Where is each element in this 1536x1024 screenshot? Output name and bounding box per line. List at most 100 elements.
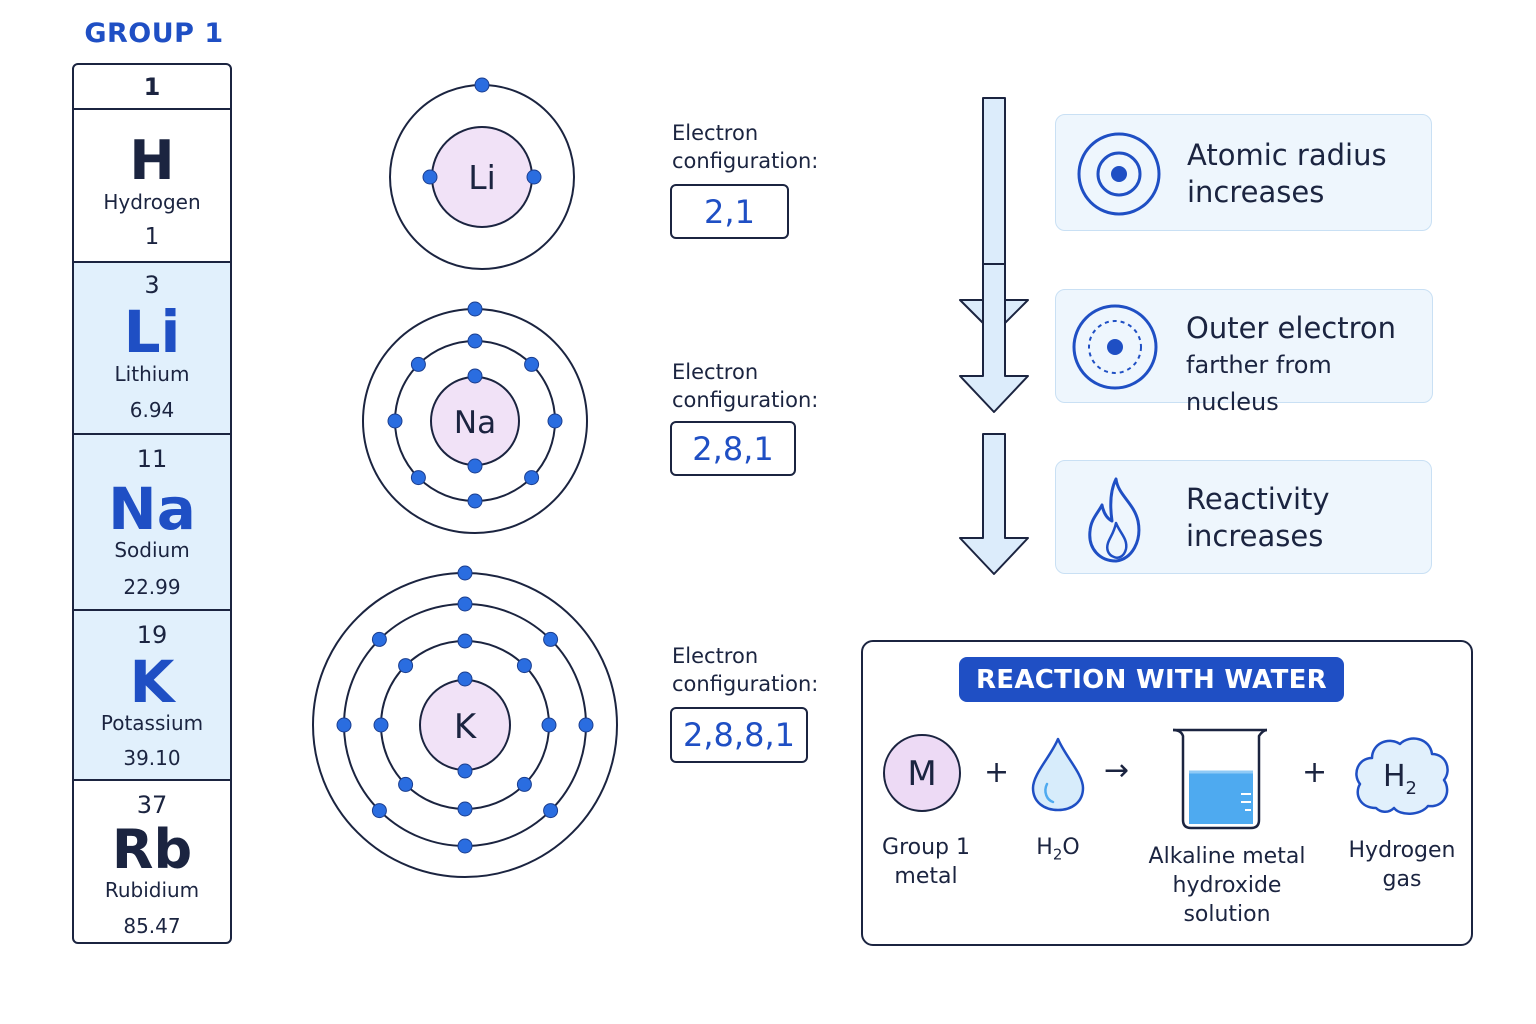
electron: [457, 838, 473, 854]
electron: [524, 470, 540, 486]
element-name: Potassium: [100, 711, 204, 735]
gas-label-line: gas: [1382, 867, 1422, 892]
electron: [457, 633, 473, 649]
config-label-potassium: Electron configuration:: [672, 642, 818, 698]
trend-arrows: [959, 97, 1029, 575]
electron: [422, 169, 438, 185]
down-arrow-icon: [959, 433, 1029, 575]
electron: [371, 803, 387, 819]
trend-text-line: increases: [1186, 519, 1324, 553]
element-mass: 85.47: [123, 914, 181, 938]
formula-subscript: 2: [1052, 845, 1063, 864]
atom-potassium: K: [312, 565, 618, 878]
config-label-line: configuration:: [672, 672, 819, 696]
electron: [371, 631, 387, 647]
nucleus-symbol: Li: [468, 158, 496, 197]
formula-part: O: [1062, 835, 1080, 860]
electron: [398, 776, 414, 792]
electron: [387, 413, 403, 429]
nucleus-symbol: Na: [454, 405, 496, 441]
down-arrow-icon: [959, 263, 1029, 413]
plus-sign: +: [984, 755, 1010, 790]
beaker-icon: [1172, 728, 1268, 830]
formula-part: H: [1036, 835, 1053, 860]
config-box-lithium: 2,1: [670, 184, 789, 239]
electron: [467, 493, 483, 509]
flame-icon: [1088, 477, 1141, 563]
gas-cloud-icon: H2: [1355, 737, 1449, 815]
electron: [474, 77, 490, 93]
config-label-sodium: Electron configuration:: [672, 358, 818, 414]
config-box-sodium: 2,8,1: [670, 421, 796, 476]
element-symbol: K: [129, 648, 175, 716]
electron: [467, 301, 483, 317]
water-formula: H2O: [1010, 833, 1106, 869]
metal-label-line: metal: [894, 864, 958, 889]
config-label-line: Electron: [672, 121, 759, 145]
config-label-line: Electron: [672, 644, 759, 668]
element-cell-potassium: 19 K Potassium 39.10: [74, 611, 230, 781]
solution-label-line: solution: [1183, 902, 1271, 927]
group-column: 1 H Hydrogen 1 3 Li Lithium 6.94 11 Na S…: [72, 63, 232, 944]
element-name: Hydrogen: [103, 190, 201, 214]
atom-sodium: Na: [362, 301, 588, 534]
metal-label: Group 1 metal: [866, 833, 986, 891]
trend-card-reactivity: Reactivity increases: [1055, 460, 1432, 574]
plus-sign: +: [1302, 755, 1328, 790]
trend-card-atomic-radius: Atomic radius increases: [1055, 114, 1432, 231]
dashed-orbit-icon: [1072, 304, 1158, 390]
hydrogen-symbol: H: [1383, 759, 1406, 794]
concentric-target-icon: [1077, 132, 1161, 216]
electron: [541, 717, 557, 733]
electron: [410, 470, 426, 486]
atomic-number: 11: [136, 445, 168, 473]
atom-lithium: Li: [389, 77, 575, 270]
metal-label-line: Group 1: [882, 835, 970, 860]
element-name: Rubidium: [104, 878, 200, 902]
trend-text-line: Reactivity: [1186, 482, 1330, 516]
electron: [457, 671, 473, 687]
atom-diagrams: Li Na K: [312, 77, 618, 878]
element-mass: 22.99: [123, 575, 181, 599]
metal-symbol: M: [907, 754, 936, 794]
electron: [467, 458, 483, 474]
element-symbol: Li: [123, 298, 181, 366]
atomic-number: 19: [136, 621, 168, 649]
gas-label-line: Hydrogen: [1348, 838, 1456, 863]
electron: [543, 803, 559, 819]
atomic-number: 3: [144, 271, 160, 299]
config-label-line: configuration:: [672, 149, 819, 173]
group-title: GROUP 1: [84, 18, 224, 49]
electron: [467, 368, 483, 384]
element-name: Sodium: [114, 538, 190, 562]
trend-text-line: Outer electron: [1186, 311, 1397, 345]
config-label-line: configuration:: [672, 388, 819, 412]
electrons: [336, 565, 594, 854]
electron: [457, 596, 473, 612]
group-number: 1: [74, 65, 230, 110]
element-mass: 39.10: [123, 746, 181, 770]
solution-label: Alkaline metal hydroxide solution: [1147, 842, 1307, 929]
water-drop-icon: [1031, 737, 1085, 812]
trend-text-line: increases: [1187, 175, 1325, 209]
reaction-title: REACTION WITH WATER: [959, 657, 1344, 702]
nucleus-symbol: K: [454, 707, 478, 747]
electron: [373, 717, 389, 733]
atomic-number: 37: [136, 791, 168, 819]
electron: [398, 658, 414, 674]
element-cell-hydrogen: H Hydrogen 1: [74, 110, 230, 263]
electron: [410, 356, 426, 372]
gas-label: Hydrogen gas: [1340, 836, 1464, 894]
element-name: Lithium: [114, 362, 190, 386]
trend-card-outer-electron: Outer electron farther from nucleus: [1055, 289, 1433, 416]
element-cell-rubidium: 37 Rb Rubidium 85.47: [74, 781, 230, 942]
electron: [467, 333, 483, 349]
electrons: [387, 301, 563, 509]
element-mass: 1: [144, 224, 160, 250]
electron: [543, 631, 559, 647]
metal-circle-icon: M: [883, 734, 961, 812]
electron: [526, 169, 542, 185]
trend-text-line: farther from nucleus: [1186, 351, 1332, 416]
config-box-potassium: 2,8,8,1: [670, 707, 808, 763]
electron: [578, 717, 594, 733]
